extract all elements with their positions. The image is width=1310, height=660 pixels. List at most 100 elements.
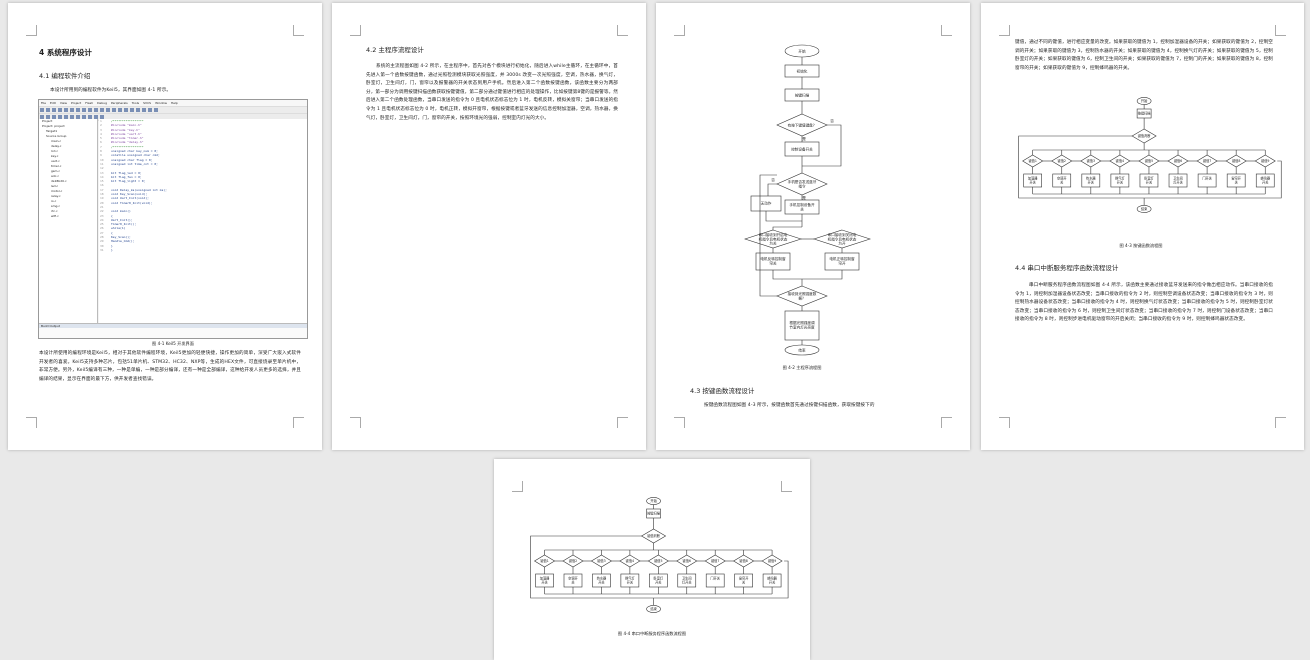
ide-tree-item: gsm.c — [51, 169, 60, 173]
flowchart-label: 机指令且电机状态 — [759, 236, 788, 241]
figure-caption: 图 4-2 主程序流程图 — [782, 365, 822, 370]
ide-menu-item: Flash — [85, 101, 94, 105]
flowchart-label: 根据光照强度调 — [789, 320, 815, 325]
crop-mark — [617, 25, 628, 36]
flowchart-label: 帘开 — [838, 261, 846, 266]
action-label: 蜂鸣器 — [767, 576, 777, 581]
ide-tree-item: motor.c — [51, 189, 63, 193]
crop-mark — [999, 417, 1010, 428]
action-label: 开关 — [655, 580, 662, 585]
read-label: 按键扫描 — [647, 511, 661, 516]
action-label: 加湿器 — [540, 576, 550, 581]
crop-mark — [350, 417, 361, 428]
ide-tree-item: rtc.c — [51, 209, 58, 213]
condition-label: 键值1 — [540, 558, 548, 563]
condition-label: 键值6 — [683, 558, 691, 563]
flowchart-label: 按键扫描 — [795, 92, 810, 97]
ide-menu-item: Tools — [131, 101, 140, 105]
flowchart-label: 手机是否发送蓝牙 — [788, 179, 817, 184]
condition-label: 键值5 — [654, 558, 662, 563]
start-label: 开始 — [1141, 98, 1148, 103]
document-page-2: 4.2 主程序流程设计 系统的主流程图如图 4-2 所示，在主程序中，首先对各个… — [332, 3, 646, 450]
section-heading: 4.2 主程序流程设计 — [366, 46, 424, 54]
action-label: 开关 — [1262, 180, 1269, 185]
flowchart-label: 指令 — [798, 184, 806, 189]
action-label: 开关 — [1146, 180, 1153, 185]
action-label: 换气灯 — [625, 576, 635, 581]
section-heading: 4.3 按键函数流程设计 — [690, 387, 755, 395]
ide-code-line: 24 Uart_Init(); — [100, 217, 133, 222]
ide-menu-item: Peripherals — [110, 101, 128, 105]
ide-tree-item: Project — [42, 119, 53, 123]
flowchart-label: 串口接收到关闭电 — [828, 232, 857, 237]
crop-mark — [999, 25, 1010, 36]
action-label: 卧室灯 — [654, 576, 664, 581]
crop-mark — [781, 481, 792, 492]
ide-code-line: 5#include "timer.h" — [100, 136, 144, 141]
action-label: 关 — [1060, 180, 1064, 185]
document-page-3: 开始初始化按键扫描有按下键值键盘？控制设备开关手机是否发送蓝牙指令手机控制设备开… — [656, 3, 970, 450]
flowchart-label: 为关 — [769, 241, 777, 246]
connector — [530, 535, 642, 558]
key-flowchart: 开始按键扫描键值判断键值1加湿器开关键值2空调开关键值3热水器开关键值4换气灯开… — [1018, 97, 1282, 213]
action-label: 开关 — [1029, 180, 1036, 185]
ide-code-line: 1/***************** — [100, 119, 144, 123]
ide-build-output: Build Output — [39, 323, 307, 338]
condition-label: 键值8 — [1232, 158, 1240, 163]
ide-menu-item: Help — [170, 101, 178, 105]
ide-tree-item: Project: project — [42, 124, 65, 128]
flowchart-label: 是 — [802, 136, 806, 141]
ide-tree-item: Target1 — [46, 129, 58, 133]
section-heading: 4.1 编程软件介绍 — [39, 72, 91, 80]
action-label: 开关 — [769, 580, 776, 585]
condition-label: 键值6 — [1174, 158, 1182, 163]
end-label: 结束 — [650, 606, 657, 611]
flowchart-label: 无动作 — [761, 200, 772, 205]
ide-menu-item: SVCS — [143, 101, 152, 105]
connector — [530, 558, 654, 599]
ide-tree-item: uart.c — [51, 159, 60, 163]
flowchart-label: 电机正转控制窗 — [829, 256, 855, 261]
branch-label: 键值判断 — [1138, 133, 1152, 138]
ide-code-line: 21 — [100, 204, 104, 209]
connector — [1018, 158, 1145, 199]
action-label: 关 — [742, 580, 746, 585]
ide-tree-item: main.c — [51, 139, 62, 143]
ide-code-line: 28 Key_Scan(); — [100, 235, 131, 240]
crop-mark — [1275, 417, 1286, 428]
end-node — [1136, 205, 1152, 213]
flowchart-label: 据？ — [798, 296, 805, 301]
body-paragraph: 键值，通过不同的键值，进行相应变量的改变。如果获取的键值为 1，控制加湿器设备的… — [1015, 40, 1273, 71]
action-label: 热水器 — [1086, 176, 1096, 181]
ide-code-line: 26 while(1) — [100, 226, 126, 231]
flowchart-label: 电机反转控制窗 — [760, 256, 786, 261]
ide-code-line: 16 — [100, 183, 104, 188]
connector — [1144, 160, 1282, 199]
action-label: 卫生间 — [682, 576, 692, 581]
main-flowchart: 开始初始化按键扫描有按下键值键盘？控制设备开关手机是否发送蓝牙指令手机控制设备开… — [744, 44, 871, 356]
start-node — [1136, 97, 1152, 105]
connector — [653, 560, 789, 599]
ide-code-line: 23{ — [100, 213, 113, 218]
flowchart-label: 有按下键值键盘？ — [788, 122, 817, 127]
condition-label: 键值8 — [739, 558, 747, 563]
flowchart-label: 为开 — [838, 241, 846, 246]
condition-label: 键值9 — [1261, 158, 1269, 163]
ide-menu-item: Debug — [97, 101, 107, 105]
ide-tree-item: delay.c — [51, 144, 62, 148]
flowchart-label: 初始化 — [797, 68, 808, 73]
connector — [1018, 135, 1133, 158]
document-page-4: 键值，通过不同的键值，进行相应变量的改变。如果获取的键值为 1，控制加湿器设备的… — [981, 3, 1304, 450]
condition-label: 键值3 — [597, 558, 605, 563]
action-label: 窗帘开 — [1231, 176, 1241, 181]
ide-code-line: 29 Handle_Cmd(); — [100, 239, 135, 244]
